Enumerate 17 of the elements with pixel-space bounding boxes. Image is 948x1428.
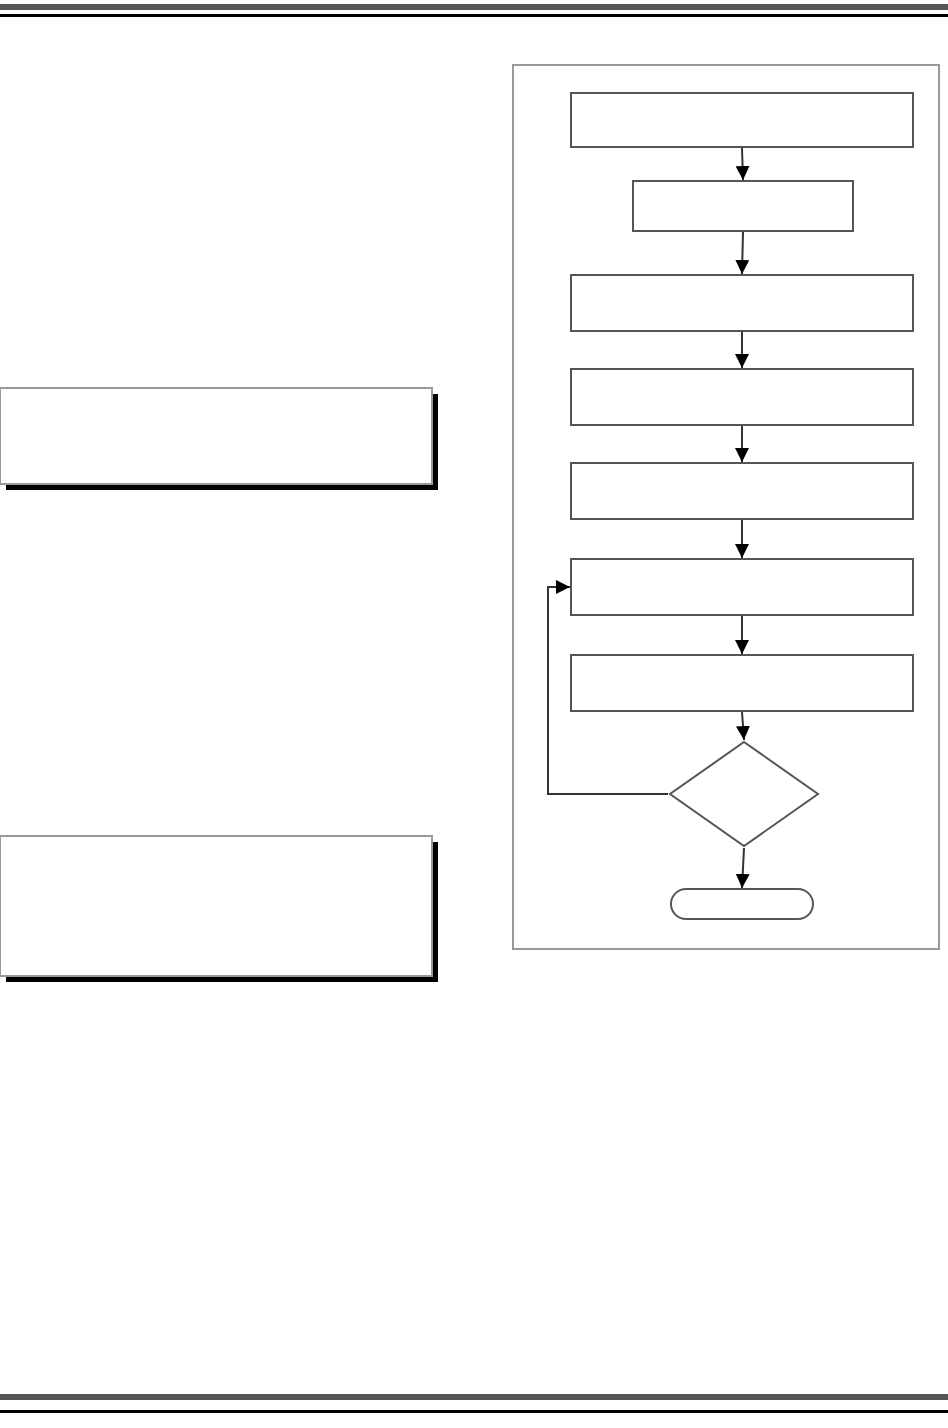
arrow xyxy=(735,615,749,655)
arrow xyxy=(735,519,749,559)
arrow xyxy=(547,580,669,795)
process-box xyxy=(570,462,914,520)
arrow xyxy=(735,425,749,463)
arrow xyxy=(736,711,750,741)
process-box xyxy=(570,558,914,616)
process-box xyxy=(570,368,914,426)
arrow xyxy=(735,331,749,369)
process-box xyxy=(570,92,914,148)
process-box xyxy=(570,654,914,712)
arrow xyxy=(735,231,750,275)
process-box xyxy=(632,180,854,232)
arrow xyxy=(735,847,750,889)
process-box xyxy=(570,274,914,332)
arrow xyxy=(735,147,750,181)
decision-diamond xyxy=(668,740,820,848)
